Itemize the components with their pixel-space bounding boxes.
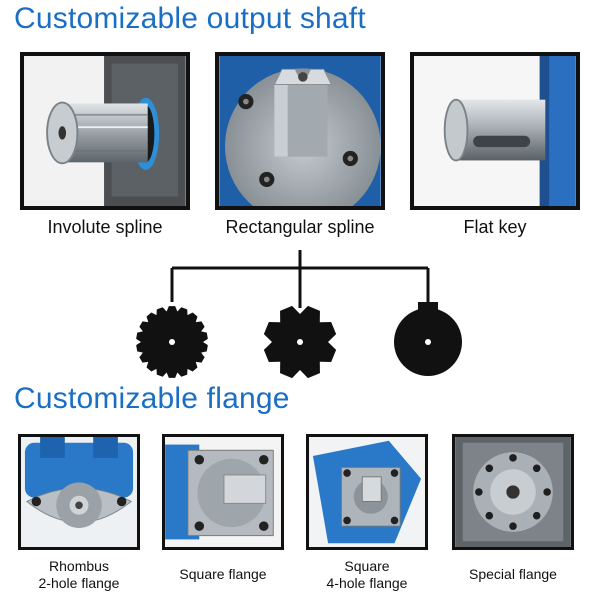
icon-involute-center [169,339,175,345]
rectangular-spline-caption: Rectangular spline [225,217,375,237]
square-flange-caption: Square flange [153,566,293,583]
rectangular-spline-photo [215,52,385,210]
special-flange-caption-line1: Special flange [469,566,557,582]
rhombus-flange-caption-line1: Rhombus [49,558,109,574]
icon-involute-shape [136,306,208,378]
square-4hole-flange-caption-line1: Square [344,558,390,574]
icon-rect-center [297,339,303,345]
flat-key-photo [410,52,580,210]
involute-spline-icon [136,306,208,378]
square-flange-photo [162,434,284,550]
rhombus-flange-caption-line2: 2-hole flange [38,575,120,591]
involute-spline-photo [20,52,190,210]
output-shaft-heading: Customizable output shaft [14,2,366,35]
connector-lines [170,250,430,308]
special-flange-photo [452,434,574,550]
square-4hole-flange-caption-line2: 4-hole flange [326,575,408,591]
rectangular-spline-icon [263,305,337,379]
square-4hole-flange-photo [306,434,428,550]
special-flange-caption: Special flange [443,566,583,583]
icon-rect-shape [263,305,337,379]
rhombus-flange-photo [18,434,140,550]
square-flange-caption-line1: Square flange [179,566,267,582]
involute-spline-caption: Involute spline [47,217,163,237]
rhombus-flange-caption: Rhombus 2-hole flange [9,558,149,592]
flat-key-caption: Flat key [463,217,527,237]
flat-key-icon [394,302,462,376]
flange-heading: Customizable flange [14,382,290,415]
square-4hole-flange-caption: Square 4-hole flange [297,558,437,592]
